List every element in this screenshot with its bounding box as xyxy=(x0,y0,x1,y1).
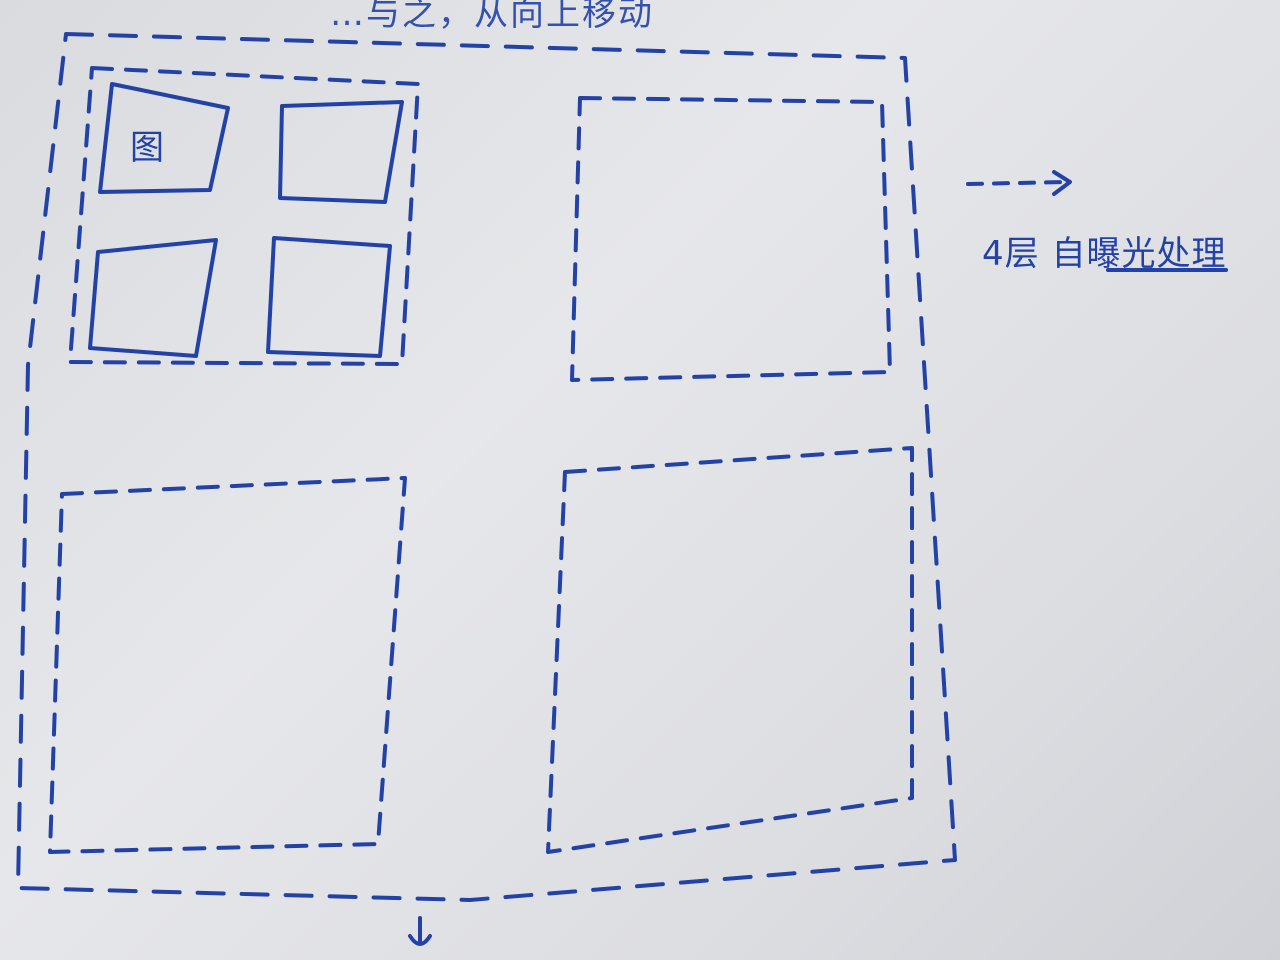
child-box-3 xyxy=(88,238,218,358)
group-top-right xyxy=(570,96,892,382)
arrow-icon xyxy=(966,170,1072,196)
group-bottom-right xyxy=(546,446,914,854)
bottom-mark xyxy=(408,916,432,946)
child-box-image xyxy=(98,82,230,194)
child-box-4 xyxy=(266,236,392,358)
group-bottom-left xyxy=(48,476,407,854)
outer-container xyxy=(16,32,957,902)
child-box-2 xyxy=(278,100,404,204)
group-top-left xyxy=(68,66,420,366)
